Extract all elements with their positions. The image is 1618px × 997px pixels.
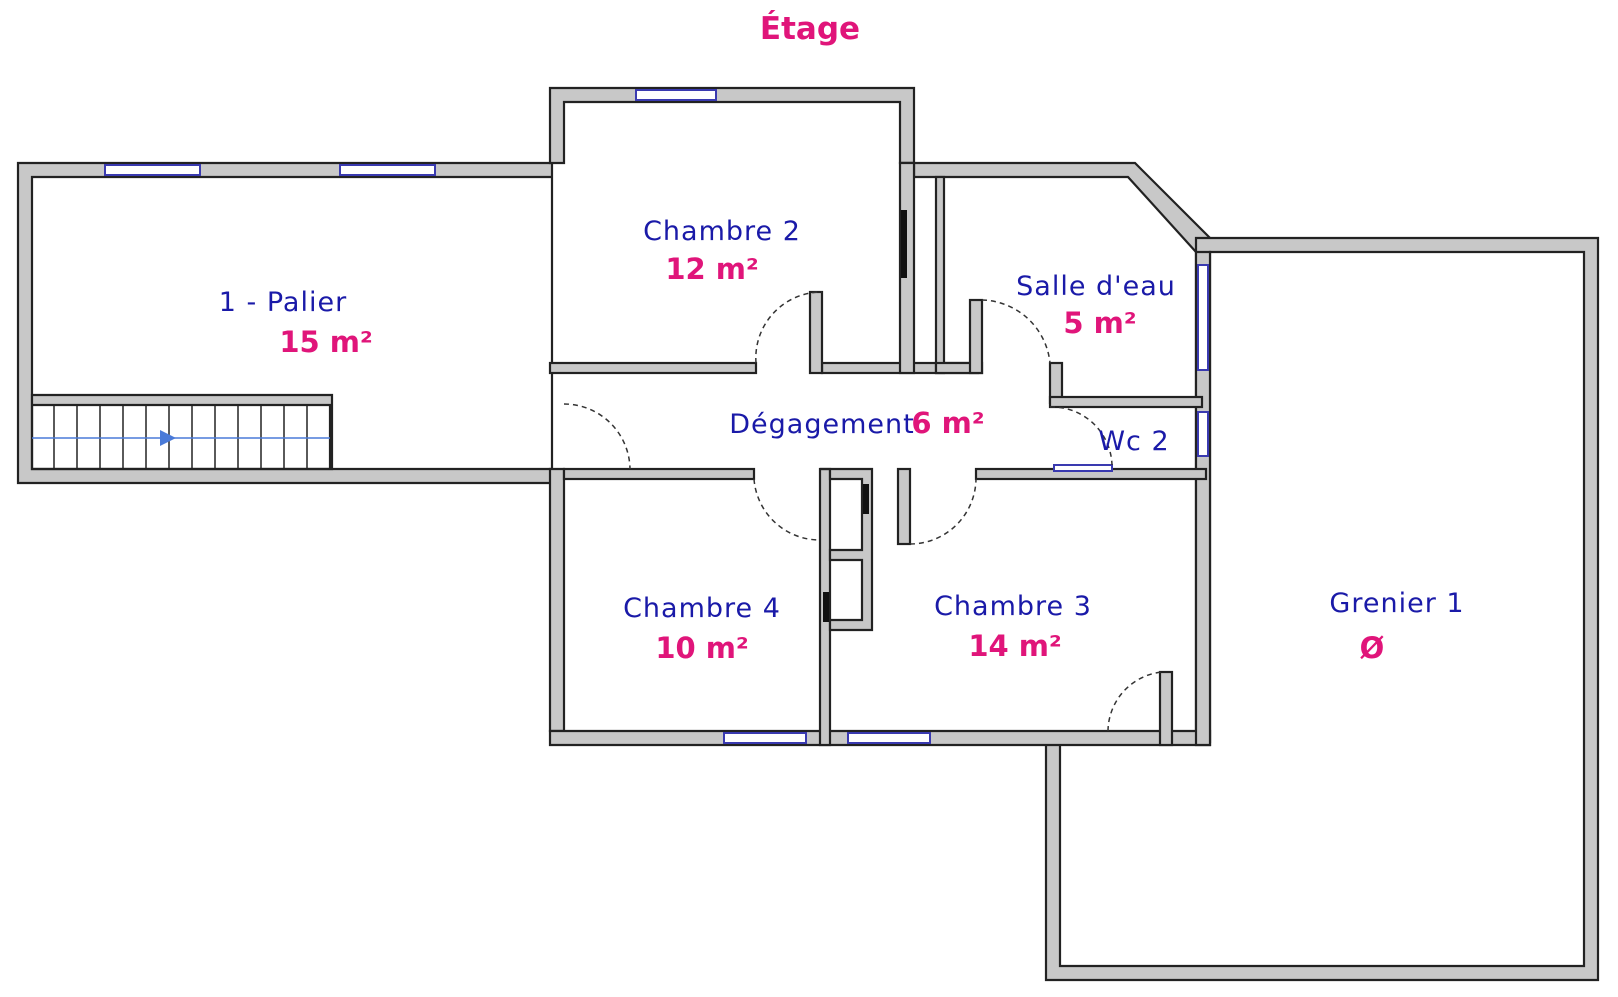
doors xyxy=(563,291,1163,732)
salle-eau-area: 5 m² xyxy=(1063,306,1136,340)
chambre2-door-jamb xyxy=(808,290,824,375)
degagement-name: Dégagement xyxy=(729,409,914,440)
door-swing xyxy=(1107,671,1163,732)
outer-walls xyxy=(16,86,1600,982)
door-leaf xyxy=(823,592,829,622)
chambre4-name: Chambre 4 xyxy=(623,593,781,624)
chambre2-bottom-wall-left xyxy=(548,361,758,375)
room-labels: 1 - Palier 15 m² Chambre 2 12 m² Salle d… xyxy=(219,216,1464,665)
wc-top-wall xyxy=(1048,395,1204,409)
palier-walls xyxy=(16,161,554,485)
door-swing xyxy=(755,291,823,364)
salle-eau-name: Salle d'eau xyxy=(1016,271,1176,302)
window xyxy=(635,89,717,101)
palier-name: 1 - Palier xyxy=(219,287,347,318)
window xyxy=(847,732,931,744)
chambre2-walls xyxy=(548,86,916,165)
grenier-door-jamb xyxy=(1158,670,1174,747)
salle-eau-door-jamb-left xyxy=(968,298,984,375)
windows xyxy=(104,89,1209,744)
chambre3-door-jamb xyxy=(896,467,912,546)
window xyxy=(1197,411,1209,457)
door-leaf xyxy=(901,210,907,278)
degagement-area: 6 m² xyxy=(911,406,984,440)
plan-title: Étage xyxy=(760,11,860,47)
grenier-area: Ø xyxy=(1360,631,1385,665)
window xyxy=(339,164,436,176)
door-swing xyxy=(981,299,1051,364)
window xyxy=(1053,464,1113,472)
salle-eau-top-wall xyxy=(900,161,1212,254)
door-swing xyxy=(563,403,631,470)
grenier-name: Grenier 1 xyxy=(1329,588,1464,619)
closet-wall xyxy=(934,175,946,375)
wc2-name: Wc 2 xyxy=(1098,426,1169,457)
chambre2-area: 12 m² xyxy=(665,252,758,286)
degagement-bottom-wall-left xyxy=(562,467,756,481)
window xyxy=(1197,264,1209,371)
chambre3-area: 14 m² xyxy=(968,629,1061,663)
stair-arrow-icon xyxy=(160,430,176,446)
bottom-left-wall xyxy=(548,467,566,733)
palier-area: 15 m² xyxy=(279,325,372,359)
door-leaves xyxy=(823,210,907,622)
chambre3-right-wall xyxy=(1194,250,1212,747)
door-leaf xyxy=(863,484,869,514)
door-swing xyxy=(753,478,821,541)
window xyxy=(104,164,201,176)
door-swing xyxy=(909,478,977,545)
door-swing xyxy=(1049,406,1113,466)
chambre2-name: Chambre 2 xyxy=(643,216,801,247)
grenier-walls xyxy=(1044,236,1600,982)
chambre3-name: Chambre 3 xyxy=(934,591,1092,622)
window xyxy=(723,732,807,744)
staircase xyxy=(30,393,334,471)
chambre4-area: 10 m² xyxy=(655,631,748,665)
